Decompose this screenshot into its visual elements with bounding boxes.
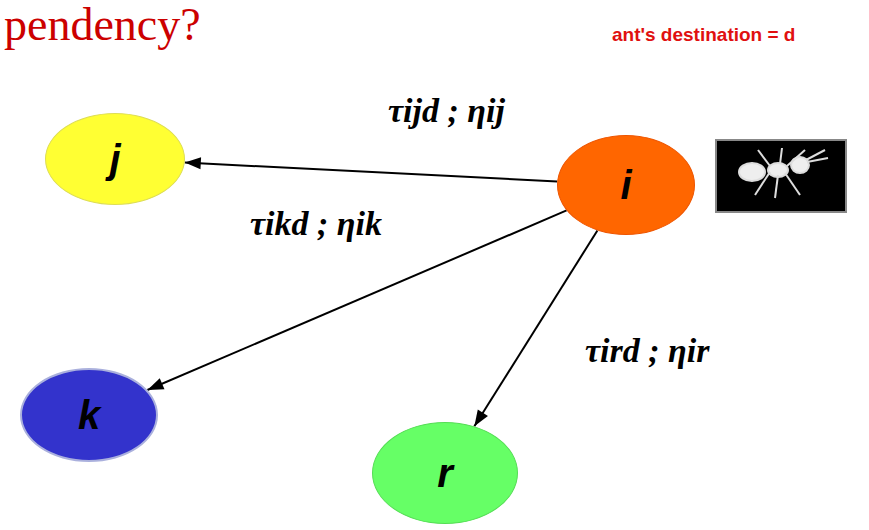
- edge-label: τijd ; ηij: [388, 92, 505, 130]
- edge-arrow: [185, 157, 557, 181]
- ant-icon: [739, 148, 828, 198]
- edge-label: τikd ; ηik: [250, 205, 382, 243]
- edge-arrow: [474, 231, 597, 427]
- node-ellipse: i: [557, 135, 695, 235]
- node-ellipse: r: [372, 422, 518, 524]
- ant-frame: [716, 140, 846, 212]
- node-label: r: [437, 451, 453, 496]
- node-ellipse: j: [45, 113, 185, 205]
- edge-label: τird ; ηir: [585, 332, 709, 370]
- node-label: j: [109, 137, 120, 182]
- node-label: k: [78, 393, 100, 438]
- note-label: ant's destination = d: [612, 24, 795, 46]
- title: pendency?: [4, 2, 201, 48]
- node-ellipse: k: [20, 368, 158, 462]
- node-label: i: [620, 163, 631, 208]
